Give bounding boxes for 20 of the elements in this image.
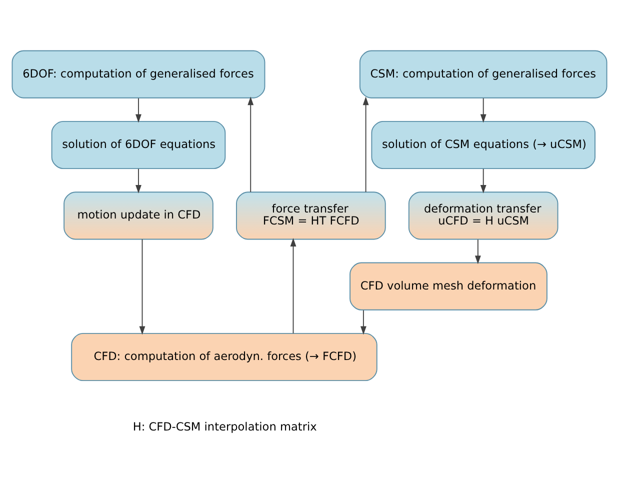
node-box: deformation transfer uCFD = H uCSM <box>408 191 558 240</box>
node-box: force transfer FCSM = HT FCFD <box>236 191 386 240</box>
node-box: 6DOF: computation of generalised forces <box>12 50 266 98</box>
node-box: motion update in CFD <box>64 191 214 240</box>
node-box: solution of CSM equations (→ uCSM) <box>371 120 596 169</box>
arrow <box>480 97 486 122</box>
arrow <box>139 238 146 334</box>
node-box: solution of 6DOF equations <box>51 120 226 169</box>
arrow <box>248 96 254 192</box>
arrow <box>474 238 481 264</box>
arrow <box>136 97 142 122</box>
arrow <box>136 168 142 193</box>
label: H: CFD-CSM interpolation matrix <box>132 420 317 434</box>
arrow <box>290 237 296 334</box>
node-box: CFD: computation of aerodyn. forces (→ FCFD) <box>71 332 378 381</box>
arrow <box>362 96 369 192</box>
arrow <box>480 168 486 193</box>
node-box: CFD volume mesh deformation <box>350 262 548 310</box>
node-box: CSM: computation of generalised forces <box>359 50 608 98</box>
arrow <box>360 309 366 334</box>
